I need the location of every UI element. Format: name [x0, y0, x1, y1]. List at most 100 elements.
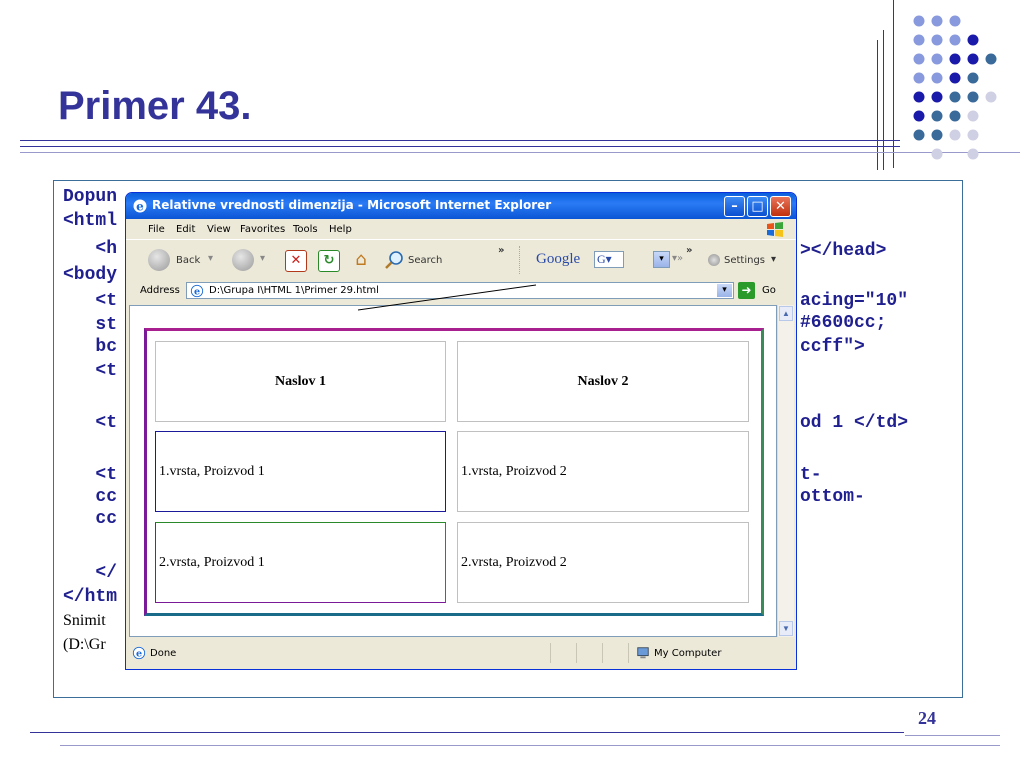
search-label[interactable]: Search	[408, 255, 443, 266]
ie-logo-icon: e	[133, 199, 147, 214]
code-line: cc	[63, 487, 118, 507]
decorative-dot-grid	[913, 15, 997, 160]
forward-dropdown-icon[interactable]: ▾	[260, 253, 266, 264]
menu-edit[interactable]: Edit	[176, 224, 196, 235]
code-line: <t	[63, 361, 118, 381]
menu-help[interactable]: Help	[329, 224, 352, 235]
menu-favorites[interactable]: Favorites	[240, 224, 286, 235]
content-frame	[53, 180, 963, 698]
address-value: D:\Grupa I\HTML 1\Primer 29.html	[209, 285, 379, 296]
code-fragment: #6600cc;	[800, 313, 887, 333]
footer-rule-2	[60, 745, 1000, 746]
search-icon[interactable]	[384, 250, 404, 270]
forward-arrow-icon[interactable]	[232, 249, 254, 271]
table-cell: 1.vrsta, Proizvod 2	[457, 431, 749, 512]
status-divider	[576, 643, 577, 663]
slide-title: Primer 43.	[58, 84, 252, 128]
status-bar: e Done My Computer	[126, 639, 796, 669]
code-line: st	[63, 315, 118, 335]
address-label: Address	[140, 285, 180, 296]
window-title: Relativne vrednosti dimenzija - Microsof…	[152, 198, 552, 212]
go-arrow-icon[interactable]: ➜	[738, 282, 755, 299]
table-cell: 2.vrsta, Proizvod 1	[155, 522, 446, 603]
code-line: <html	[63, 211, 118, 231]
google-logo: Google	[536, 251, 581, 267]
settings-dropdown-icon[interactable]: ▾	[771, 254, 777, 265]
code-line: bc	[63, 337, 118, 357]
minimize-button[interactable]: –	[724, 196, 745, 217]
status-divider	[602, 643, 603, 663]
computer-icon	[637, 647, 649, 659]
text-fragment: Snimit	[63, 612, 106, 629]
back-arrow-icon[interactable]	[148, 249, 170, 271]
table-header-cell: Naslov 2	[457, 341, 749, 422]
address-bar: Address e D:\Grupa I\HTML 1\Primer 29.ht…	[126, 279, 796, 303]
code-line: <body	[63, 265, 118, 285]
close-button[interactable]: ✕	[770, 196, 791, 217]
code-line: <t	[63, 291, 118, 311]
settings-gear-icon[interactable]	[708, 254, 720, 266]
vertical-rule-3	[893, 0, 894, 168]
code-line: <t	[63, 413, 118, 433]
address-dropdown-button[interactable]: ▾	[717, 284, 732, 297]
svg-text:e: e	[136, 649, 142, 660]
title-underline-3	[20, 152, 1020, 153]
address-field[interactable]: e D:\Grupa I\HTML 1\Primer 29.html ▾	[186, 282, 734, 299]
code-line: </htm	[63, 587, 118, 607]
title-underline-1	[20, 140, 900, 141]
toolbar-overflow-icon-2[interactable]: »	[686, 245, 693, 256]
google-dropdown-button[interactable]: ▾	[653, 251, 670, 268]
code-line: Dopun	[63, 187, 118, 207]
menu-bar: File Edit View Favorites Tools Help	[126, 219, 796, 239]
menu-tools[interactable]: Tools	[293, 224, 318, 235]
code-fragment: od 1 </td>	[800, 413, 909, 433]
code-fragment: ></head>	[800, 241, 887, 261]
go-label[interactable]: Go	[762, 285, 776, 296]
scroll-down-button[interactable]: ▼	[779, 621, 793, 636]
page-icon: e	[190, 284, 204, 298]
svg-text:e: e	[194, 287, 200, 298]
code-line: <h	[63, 239, 118, 259]
menu-view[interactable]: View	[207, 224, 231, 235]
standard-toolbar: Back ▾ ▾ ✕ ↻ ⌂ Search » Google G▾ ▾ ▾» »…	[126, 239, 796, 281]
code-fragment: acing="10"	[800, 291, 909, 311]
refresh-icon[interactable]: ↻	[318, 250, 340, 272]
home-icon[interactable]: ⌂	[355, 249, 367, 270]
window-titlebar[interactable]: e Relativne vrednosti dimenzija - Micros…	[126, 193, 796, 219]
code-line: cc	[63, 509, 118, 529]
footer-rule-1	[30, 732, 904, 733]
page-number: 24	[918, 708, 936, 728]
google-more-icon[interactable]: ▾»	[672, 253, 684, 264]
back-dropdown-icon[interactable]: ▾	[208, 253, 214, 264]
status-text: Done	[150, 648, 177, 659]
footer-rule-3	[905, 735, 1000, 736]
scroll-up-button[interactable]: ▲	[779, 306, 793, 321]
back-label[interactable]: Back	[176, 255, 201, 266]
google-search-box[interactable]: G▾	[594, 251, 624, 268]
text-fragment: (D:\Gr	[63, 636, 106, 653]
code-fragment: t-	[800, 465, 822, 485]
code-line: <t	[63, 465, 118, 485]
code-fragment: ottom-	[800, 487, 865, 507]
title-underline-2	[20, 146, 900, 147]
table-cell: 1.vrsta, Proizvod 1	[155, 431, 446, 512]
menu-file[interactable]: File	[148, 224, 165, 235]
windows-flag-icon	[767, 222, 783, 237]
code-line: </	[63, 563, 118, 583]
toolbar-overflow-icon[interactable]: »	[498, 245, 505, 256]
svg-text:e: e	[136, 200, 144, 214]
maximize-button[interactable]: □	[747, 196, 768, 217]
vertical-rule-1	[877, 40, 878, 170]
stop-icon[interactable]: ✕	[285, 250, 307, 272]
table-header-cell: Naslov 1	[155, 341, 446, 422]
page-viewport: Naslov 1 Naslov 2 1.vrsta, Proizvod 1 1.…	[129, 305, 777, 637]
browser-window: e Relativne vrednosti dimenzija - Micros…	[125, 192, 797, 670]
settings-label[interactable]: Settings	[724, 255, 766, 266]
status-divider	[628, 643, 629, 663]
status-divider	[550, 643, 551, 663]
demo-table: Naslov 1 Naslov 2 1.vrsta, Proizvod 1 1.…	[144, 328, 764, 616]
code-fragment: ccff">	[800, 337, 865, 357]
vertical-scrollbar[interactable]: ▲ ▼	[777, 305, 794, 637]
vertical-rule-2	[883, 30, 884, 170]
page-done-icon: e	[132, 646, 146, 660]
